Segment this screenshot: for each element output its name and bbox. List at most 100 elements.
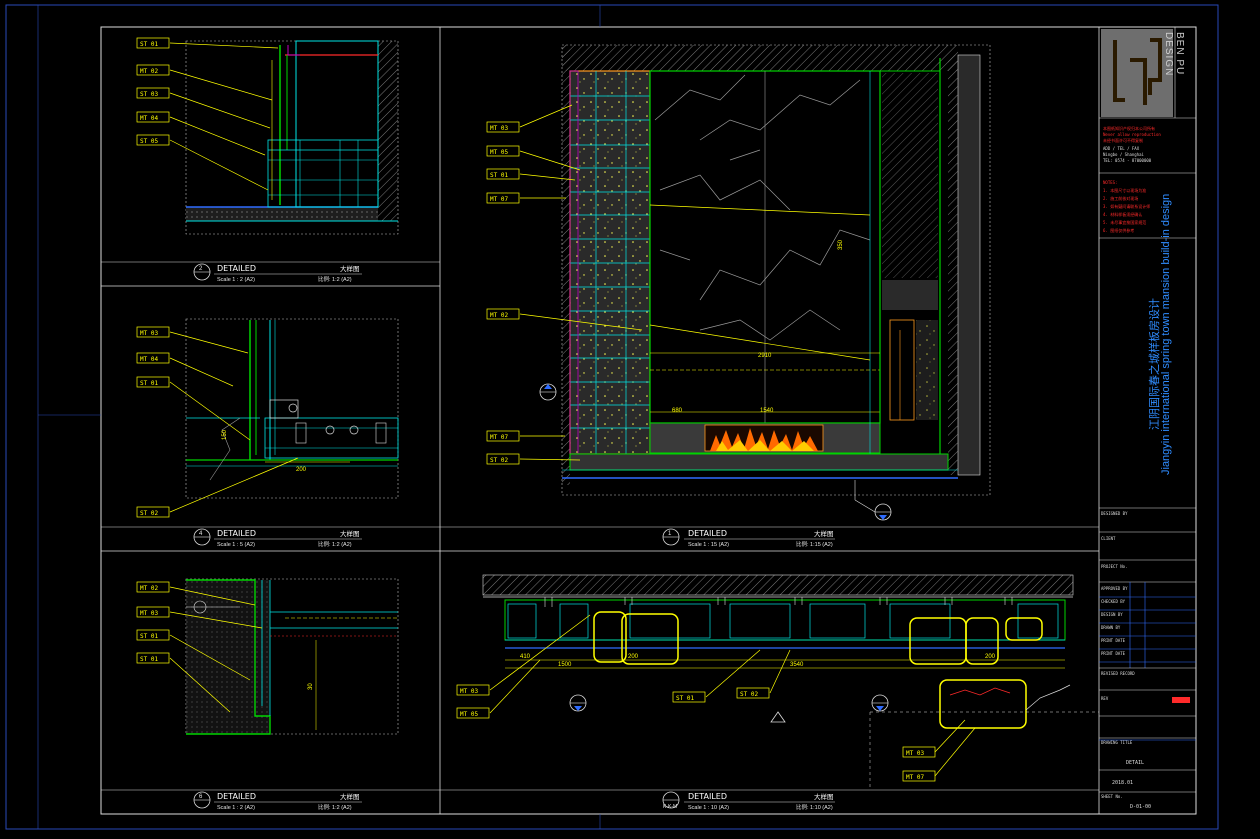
svg-text:3. 如有疑问请联系设计师: 3. 如有疑问请联系设计师 [1103,203,1150,209]
detail-4-drawing: 30 MT 02 MT 03 ST 01 ST 01 [136,578,399,735]
svg-text:ST 02: ST 02 [740,691,758,698]
svg-text:Scale 1 : 2 (A2): Scale 1 : 2 (A2) [217,277,255,283]
inner-border [100,26,1197,815]
svg-text:DETAILED: DETAILED [688,792,727,801]
detail-4-title: 6 DETAILED Scale 1 : 2 (A2) 大样图 比例: 1:2 … [193,791,362,811]
svg-text:DRAWN BY: DRAWN BY [1101,625,1121,630]
svg-text:PROJECT No.: PROJECT No. [1101,564,1128,569]
svg-text:TEL: 0574 - 87000000: TEL: 0574 - 87000000 [1103,158,1152,163]
svg-text:MT 02: MT 02 [140,585,158,592]
svg-text:Never allow reproduction: Never allow reproduction [1103,132,1161,137]
svg-text:1. 本图尺寸以现场为准: 1. 本图尺寸以现场为准 [1103,187,1146,193]
svg-text:比例: 1:2 (A2): 比例: 1:2 (A2) [318,275,352,283]
svg-text:Scale 1 : 15 (A2): Scale 1 : 15 (A2) [688,542,729,548]
svg-text:ADD / TEL / FAX: ADD / TEL / FAX [1103,146,1140,151]
svg-text:410: 410 [520,654,531,660]
svg-text:ST 02: ST 02 [140,510,158,517]
svg-text:本图纸知识产权归本公司所有: 本图纸知识产权归本公司所有 [1103,125,1155,131]
svg-text:SHEET No.: SHEET No. [1101,794,1123,799]
svg-text:MT 03: MT 03 [140,610,158,617]
svg-text:30: 30 [308,683,314,690]
svg-text:1500: 1500 [558,662,572,668]
svg-text:2018.01: 2018.01 [1112,780,1133,786]
svg-text:APPROVED BY: APPROVED BY [1101,586,1128,591]
plan-detail-drawing: 410 1500 3540 200 200 [456,574,1099,790]
svg-text:大样图: 大样图 [340,529,360,538]
brand-name: BEN PU DESIGN [1163,32,1185,77]
svg-text:350: 350 [838,239,844,250]
svg-text:4. 材料样板须经确认: 4. 材料样板须经确认 [1103,211,1142,217]
svg-text:MT 04: MT 04 [140,115,158,122]
svg-text:MT 04: MT 04 [140,356,158,363]
svg-text:Scale 1 : 5 (A2): Scale 1 : 5 (A2) [217,542,255,548]
svg-text:680: 680 [672,408,683,414]
svg-text:MT 03: MT 03 [906,750,924,757]
svg-text:Scale 1 : 10 (A2): Scale 1 : 10 (A2) [688,805,729,811]
svg-text:大样图: 大样图 [814,529,834,538]
svg-text:200: 200 [296,467,307,473]
svg-text:CHECKED BY: CHECKED BY [1101,599,1126,604]
svg-text:MT 03: MT 03 [490,125,508,132]
svg-text:6: 6 [199,794,203,800]
detail-3-title: 1 DETAILED Scale 1 : 15 (A2) 大样图 比例: 1:1… [662,528,835,548]
svg-text:DETAILED: DETAILED [217,792,256,801]
svg-text:D-01-00: D-01-00 [1130,804,1151,810]
svg-text:150: 150 [222,429,228,440]
svg-text:ST 02: ST 02 [490,457,508,464]
detail-1-title: 2 DETAILED Scale 1 : 2 (A2) 大样图 比例: 1:2 … [193,263,362,283]
svg-text:MT 02: MT 02 [490,312,508,319]
title-block: 本图纸知识产权归本公司所有 Never allow reproduction 未… [1098,27,1196,814]
svg-text:ST 01: ST 01 [140,380,158,387]
svg-text:2: 2 [199,266,203,272]
svg-text:2. 施工前核对现场: 2. 施工前核对现场 [1103,195,1138,201]
svg-text:DESIGN BY: DESIGN BY [1101,612,1123,617]
detail-2-drawing: 200 150 MT 03 MT 04 ST 01 ST 02 [136,318,399,518]
project-title-en: Jiangyin international spring town mansi… [1160,193,1172,475]
svg-text:REV: REV [1101,696,1109,701]
svg-text:ST 01: ST 01 [676,695,694,702]
svg-text:PRINT DATE: PRINT DATE [1101,651,1126,656]
svg-text:MT 07: MT 07 [906,774,924,781]
svg-text:MT 03: MT 03 [460,688,478,695]
svg-text:MT 07: MT 07 [490,434,508,441]
detail-1-drawing: ST 01 MT 02 ST 03 MT 04 ST 05 [136,37,399,235]
svg-text:REVISED RECORD: REVISED RECORD [1101,671,1135,676]
svg-text:1540: 1540 [760,408,774,414]
svg-text:200: 200 [985,654,996,660]
svg-text:未经书面许可不得复制: 未经书面许可不得复制 [1103,137,1143,143]
svg-text:PRINT DATE: PRINT DATE [1101,638,1126,643]
svg-text:1: 1 [668,531,672,537]
svg-text:比例: 1:10 (A2): 比例: 1:10 (A2) [796,803,833,811]
svg-text:大样图: 大样图 [340,264,360,273]
svg-text:ST 03: ST 03 [140,91,158,98]
svg-text:DETAILED: DETAILED [688,529,727,538]
fireplace-elevation: 2910 680 1540 350 MT 03 MT 05 ST 01 MT 07 [486,44,991,521]
svg-text:比例: 1:15 (A2): 比例: 1:15 (A2) [796,540,833,548]
svg-text:Ningbo / Shanghai: Ningbo / Shanghai [1103,152,1145,157]
svg-text:MT 05: MT 05 [490,149,508,156]
svg-text:ST 05: ST 05 [140,138,158,145]
svg-text:ST 01: ST 01 [490,172,508,179]
svg-text:DESIGNED BY: DESIGNED BY [1101,511,1128,516]
svg-text:DETAILED: DETAILED [217,264,256,273]
svg-text:MT 03: MT 03 [140,330,158,337]
detail-2-title: 4 DETAILED Scale 1 : 5 (A2) 大样图 比例: 1:2 … [193,528,362,548]
svg-text:大样图: 大样图 [814,792,834,801]
svg-text:MT 05: MT 05 [460,711,478,718]
svg-text:ST 01: ST 01 [140,41,158,48]
svg-text:比例: 1:2 (A2): 比例: 1:2 (A2) [318,803,352,811]
svg-text:CLIENT: CLIENT [1101,536,1116,541]
svg-text:ST 01: ST 01 [140,656,158,663]
svg-text:200: 200 [628,654,639,660]
svg-text:比例: 1:2 (A2): 比例: 1:2 (A2) [318,540,352,548]
svg-text:5. 未尽事宜按国家规范: 5. 未尽事宜按国家规范 [1103,219,1146,225]
svg-text:2910: 2910 [758,353,772,359]
svg-text:3540: 3540 [790,662,804,668]
svg-text:ST 01: ST 01 [140,633,158,640]
svg-text:DETAILED: DETAILED [217,529,256,538]
svg-text:MT 02: MT 02 [140,68,158,75]
svg-text:大样图: 大样图 [340,792,360,801]
svg-text:DRAWING TITLE: DRAWING TITLE [1101,740,1133,745]
svg-text:4: 4 [199,531,203,537]
